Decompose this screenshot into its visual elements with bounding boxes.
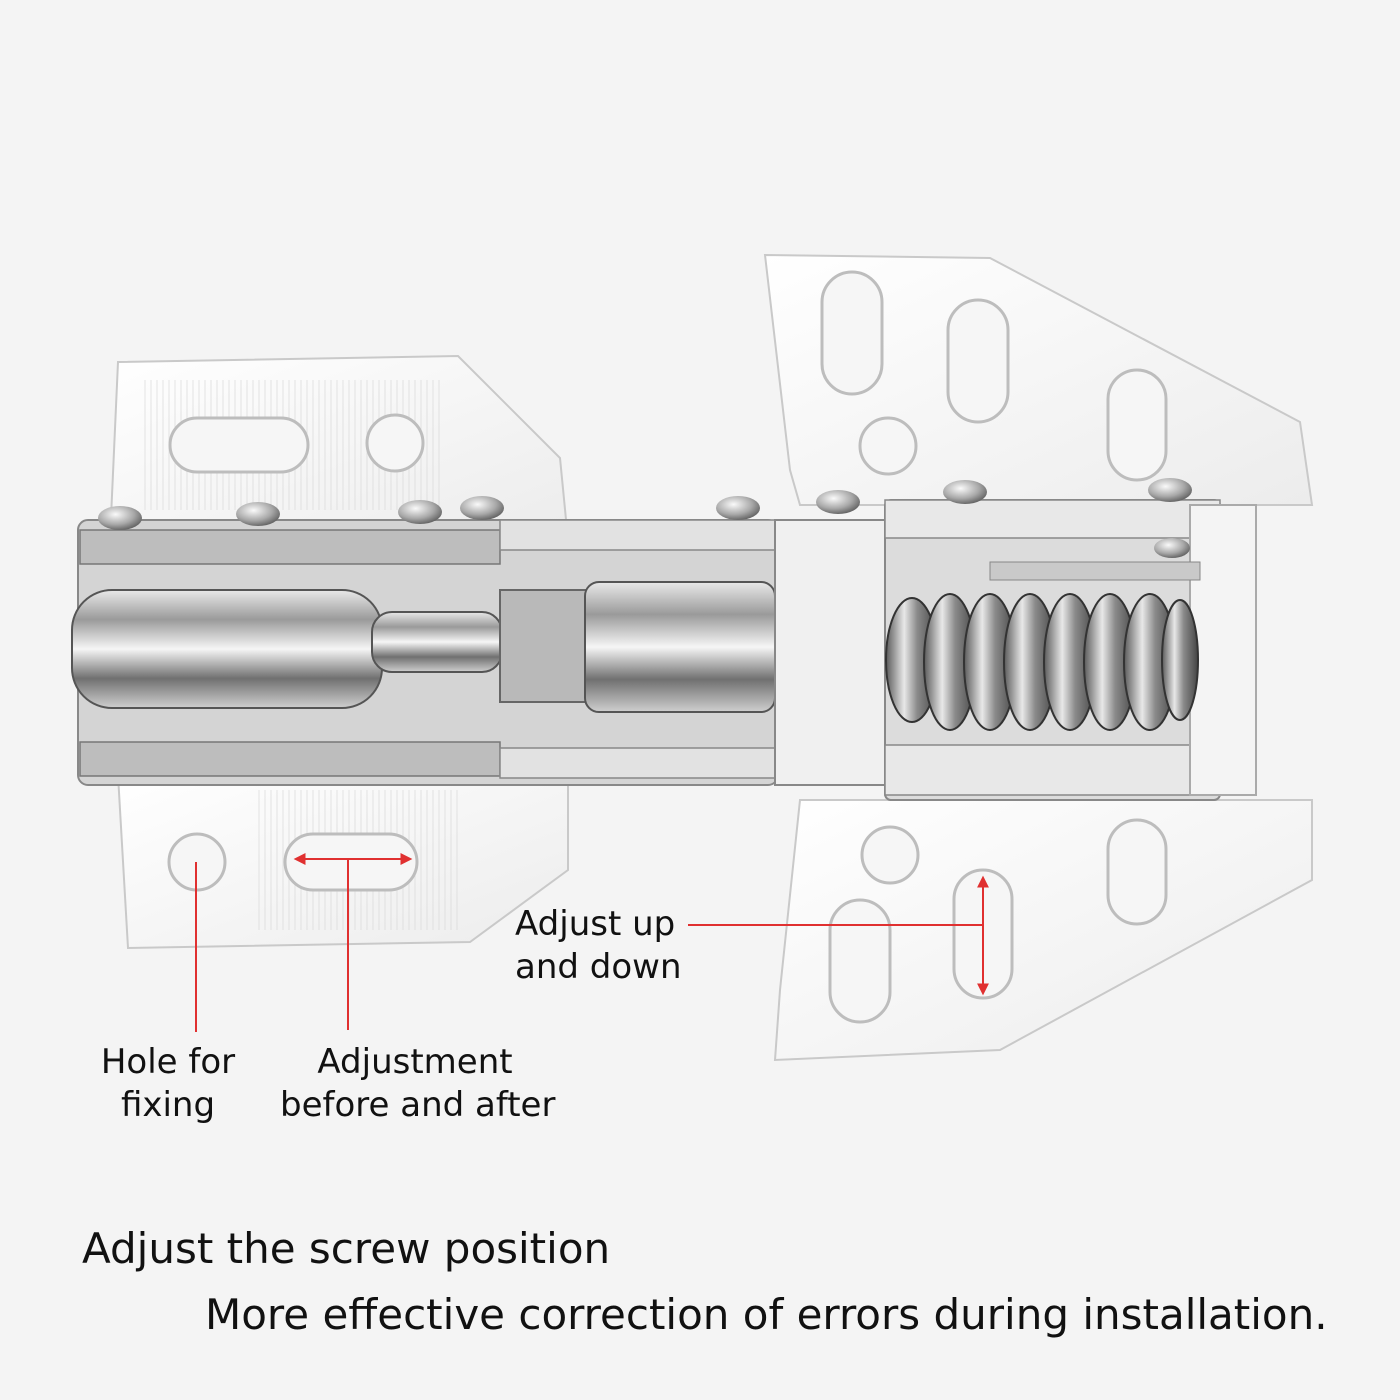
callout-lines (195, 853, 989, 1032)
label-adjustment-line-2: before and after (280, 1085, 556, 1125)
caption-subtitle: More effective correction of errors duri… (205, 1290, 1328, 1339)
label-hole-line-1: Hole for (100, 1042, 236, 1082)
label-hole-for-fixing: Hole for fixing (100, 1041, 236, 1127)
label-hole-line-2: fixing (120, 1085, 216, 1125)
fixing-hole-top-left (365, 413, 425, 473)
label-updown-line-2: and down (515, 947, 682, 987)
left-mounting-plate (108, 354, 570, 950)
adjustment-slot (283, 832, 419, 892)
label-adjustment-before-after: Adjustment before and after (280, 1041, 556, 1127)
right-mounting-plate (763, 253, 1314, 1062)
rivets (98, 478, 1192, 558)
label-updown-line-1: Adjust up (515, 904, 676, 944)
caption-title: Adjust the screw position (82, 1224, 611, 1273)
label-adjust-up-down: Adjust up and down (515, 903, 682, 989)
hinge-arm (71, 519, 891, 786)
coil-spring (885, 593, 1199, 731)
slot-hole-top-left (168, 416, 310, 474)
label-adjustment-line-1: Adjustment (317, 1042, 513, 1082)
spring-housing (884, 499, 1257, 801)
